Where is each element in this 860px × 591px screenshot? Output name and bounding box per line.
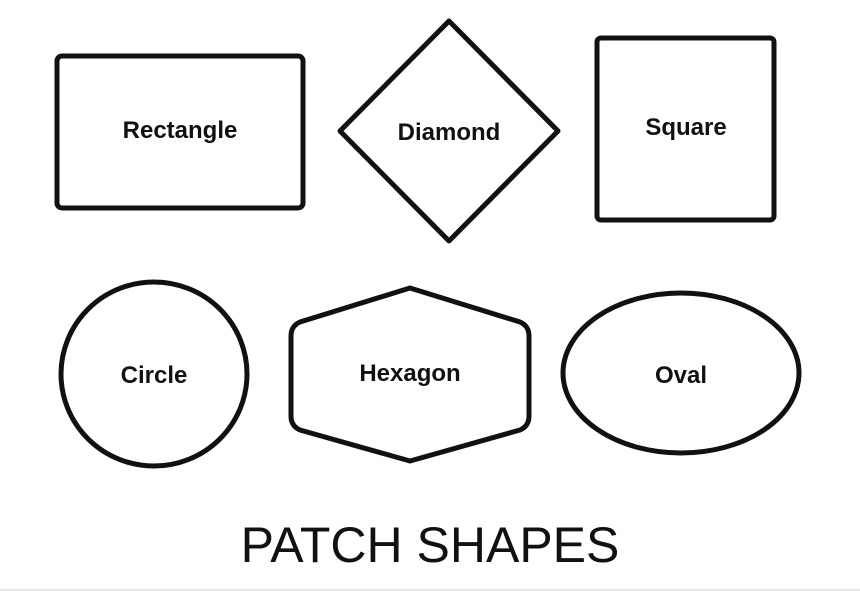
hexagon-label: Hexagon (359, 360, 460, 387)
hexagon-shape: Hexagon (288, 285, 532, 464)
bottom-divider (0, 589, 860, 591)
oval-shape: Oval (560, 290, 802, 456)
oval-outline (560, 290, 802, 456)
diamond-outline (337, 18, 561, 244)
circle-label: Circle (121, 362, 188, 389)
diamond-label: Diamond (398, 119, 501, 146)
rectangle-shape: Rectangle (54, 53, 306, 211)
diamond-shape: Diamond (337, 18, 561, 244)
square-shape: Square (594, 35, 777, 223)
circle-shape: Circle (58, 279, 250, 469)
circle-outline (58, 279, 250, 469)
square-label: Square (645, 114, 726, 141)
square-outline (594, 35, 777, 223)
oval-label: Oval (655, 362, 707, 389)
rectangle-label: Rectangle (123, 117, 238, 144)
rectangle-outline (54, 53, 306, 211)
hexagon-outline (288, 285, 532, 464)
page-title: PATCH SHAPES (240, 517, 620, 573)
